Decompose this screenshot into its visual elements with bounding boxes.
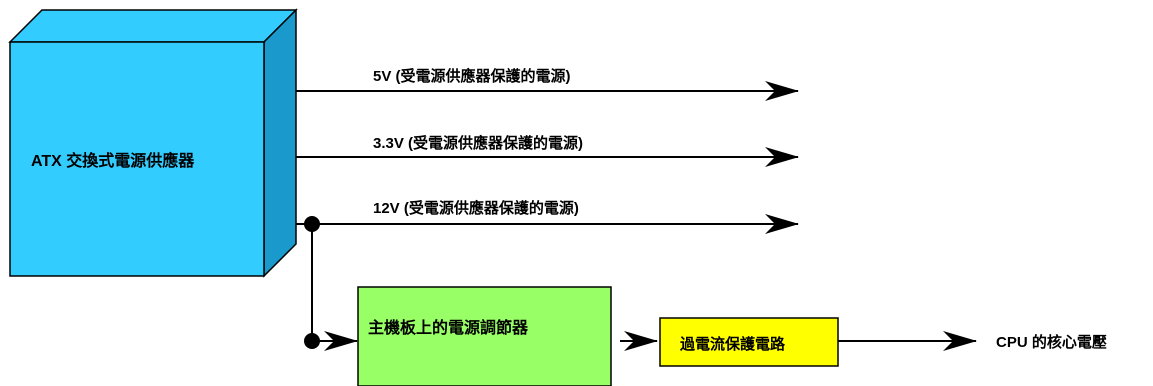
- protection-label: 過電流保護電路: [680, 336, 786, 353]
- psu-box-front: [9, 41, 265, 277]
- rail-12v-label: 12V (受電源供應器保護的電源): [373, 200, 579, 217]
- protection-box: [659, 317, 839, 367]
- rail-3v3-label: 3.3V (受電源供應器保護的電源): [373, 135, 584, 152]
- psu-box-top: [8, 9, 298, 43]
- rail-5v-label: 5V (受電源供應器保護的電源): [373, 68, 571, 85]
- cpu-core-voltage-label: CPU 的核心電壓: [996, 334, 1107, 351]
- psu-box: [8, 8, 298, 278]
- psu-box-side: [263, 8, 297, 278]
- regulator-label: 主機板上的電源調節器: [368, 320, 529, 337]
- regulator-box: [357, 286, 612, 386]
- psu-label: ATX 交換式電源供應器: [31, 153, 195, 170]
